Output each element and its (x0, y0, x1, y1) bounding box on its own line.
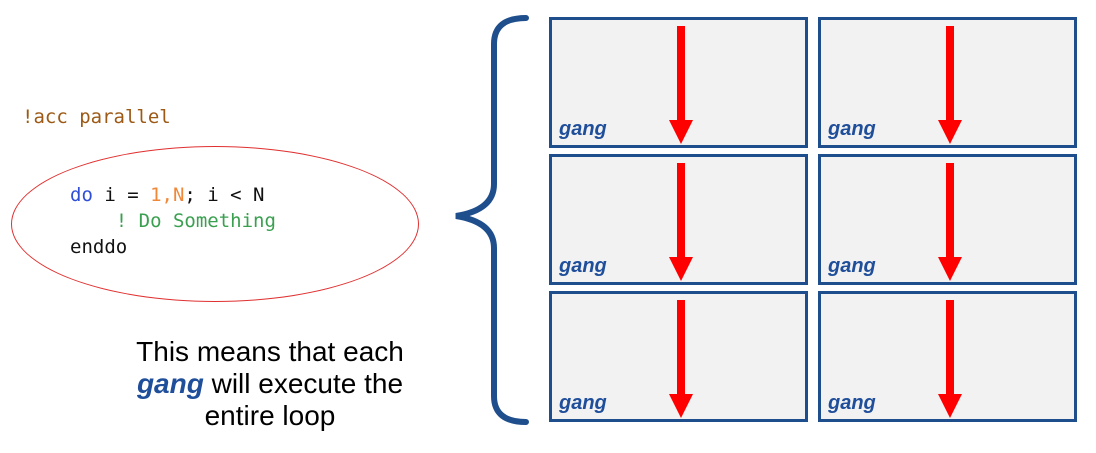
down-arrow-icon (669, 300, 693, 418)
down-arrow-icon (938, 163, 962, 281)
caption-line-2: will execute the (203, 368, 404, 399)
loop-condition: ; i < N (184, 184, 265, 206)
loop-variable: i = (92, 184, 151, 206)
do-keyword: do (70, 184, 93, 206)
gang-box: gang (818, 17, 1077, 148)
curly-brace (455, 15, 529, 425)
gang-label: gang (559, 255, 607, 277)
loop-bounds: 1,N (150, 184, 185, 206)
gang-label: gang (559, 392, 607, 414)
down-arrow-icon (669, 26, 693, 144)
down-arrow-icon (669, 163, 693, 281)
acc-parallel-directive: !acc parallel (22, 106, 171, 128)
gang-box: gang (818, 154, 1077, 285)
caption-gang-word: gang (136, 368, 204, 399)
caption-line-1: This means that each (136, 336, 404, 367)
loop-code-block: do i = 1,N; i < N ! Do Something enddo (70, 182, 276, 260)
down-arrow-icon (938, 300, 962, 418)
gang-box: gang (549, 291, 808, 422)
gang-label: gang (559, 118, 607, 140)
enddo-keyword: enddo (70, 236, 128, 258)
caption-line-3: entire loop (204, 400, 336, 431)
gang-box: gang (818, 291, 1077, 422)
gang-label: gang (828, 255, 876, 277)
loop-body-comment: ! Do Something (70, 210, 276, 232)
gang-label: gang (828, 118, 876, 140)
down-arrow-icon (938, 26, 962, 144)
gang-box: gang (549, 154, 808, 285)
gang-box: gang (549, 17, 808, 148)
loop-highlight-ellipse (11, 146, 419, 302)
gang-label: gang (828, 392, 876, 414)
